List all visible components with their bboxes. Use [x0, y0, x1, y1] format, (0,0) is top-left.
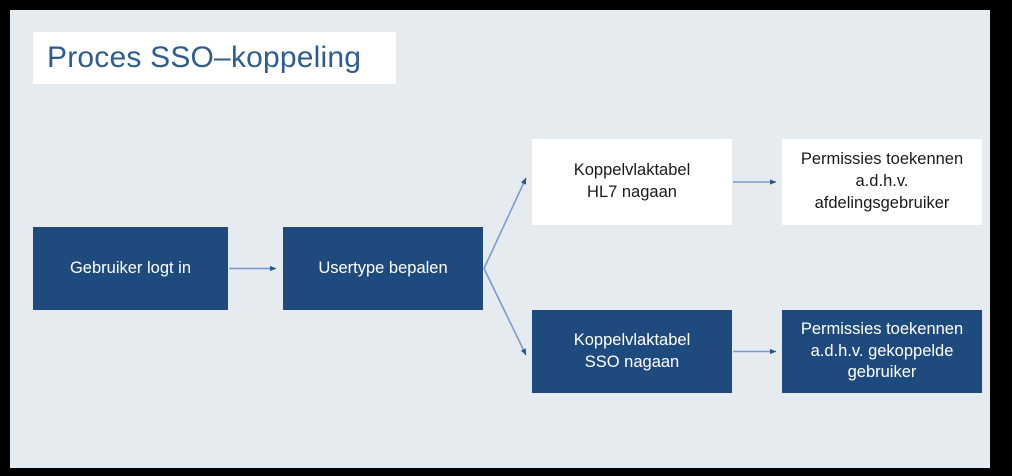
flow-node-label-line-1: Permissies toekennen [800, 150, 964, 169]
flow-node-label-line-1: Koppelvlaktabel [573, 161, 691, 180]
flow-node-koppelvlaktabel-hl7-nagaan[interactable]: Koppelvlaktabel HL7 nagaan [532, 139, 732, 225]
flow-node-label-line-2: HL7 nagaan [587, 183, 677, 201]
page-title-box: Proces SSO–koppeling [33, 32, 396, 84]
flow-node-label-line-3: afdelingsgebruiker [814, 193, 950, 212]
flow-node-usertype-bepalen[interactable]: Usertype bepalen [283, 227, 483, 310]
flow-node-label: Permissies toekennen a.d.h.v. gekoppelde… [791, 319, 973, 384]
page-title: Proces SSO–koppeling [47, 41, 362, 74]
flow-node-label: Usertype bepalen [318, 258, 448, 277]
flow-node-label-line-2: a.d.h.v. gekoppelde [810, 341, 954, 360]
flow-node-koppelvlaktabel-sso-nagaan[interactable]: Koppelvlaktabel SSO nagaan [532, 310, 732, 393]
flow-node-label-line-1: Koppelvlaktabel [573, 330, 691, 349]
diagram-canvas: Proces SSO–koppeling [10, 10, 990, 468]
flow-node-permissies-toekennen-gekoppelde-gebruiker[interactable]: Permissies toekennen a.d.h.v. gekoppelde… [782, 310, 982, 393]
flow-node-label-line-2: SSO nagaan [584, 352, 680, 371]
flow-node-label: Koppelvlaktabel SSO nagaan [541, 330, 723, 374]
flow-node-label-line-2: a.d.h.v. [855, 172, 909, 191]
flow-node-label: Permissies toekennen a.d.h.v. afdelingsg… [791, 149, 973, 214]
flow-node-label: Koppelvlaktabel HL7 nagaan [541, 160, 723, 204]
flow-node-permissies-toekennen-afdelingsgebruiker[interactable]: Permissies toekennen a.d.h.v. afdelingsg… [782, 139, 982, 225]
flow-node-label: Gebruiker logt in [69, 258, 192, 277]
edge-usertype-to-hl7 [483, 177, 527, 269]
flow-node-gebruiker-logt-in[interactable]: Gebruiker logt in [33, 227, 228, 310]
edge-usertype-to-sso [483, 268, 527, 356]
flow-node-label-line-3: gebruiker [847, 363, 917, 382]
flow-node-label-line-1: Permissies toekennen [800, 319, 964, 338]
